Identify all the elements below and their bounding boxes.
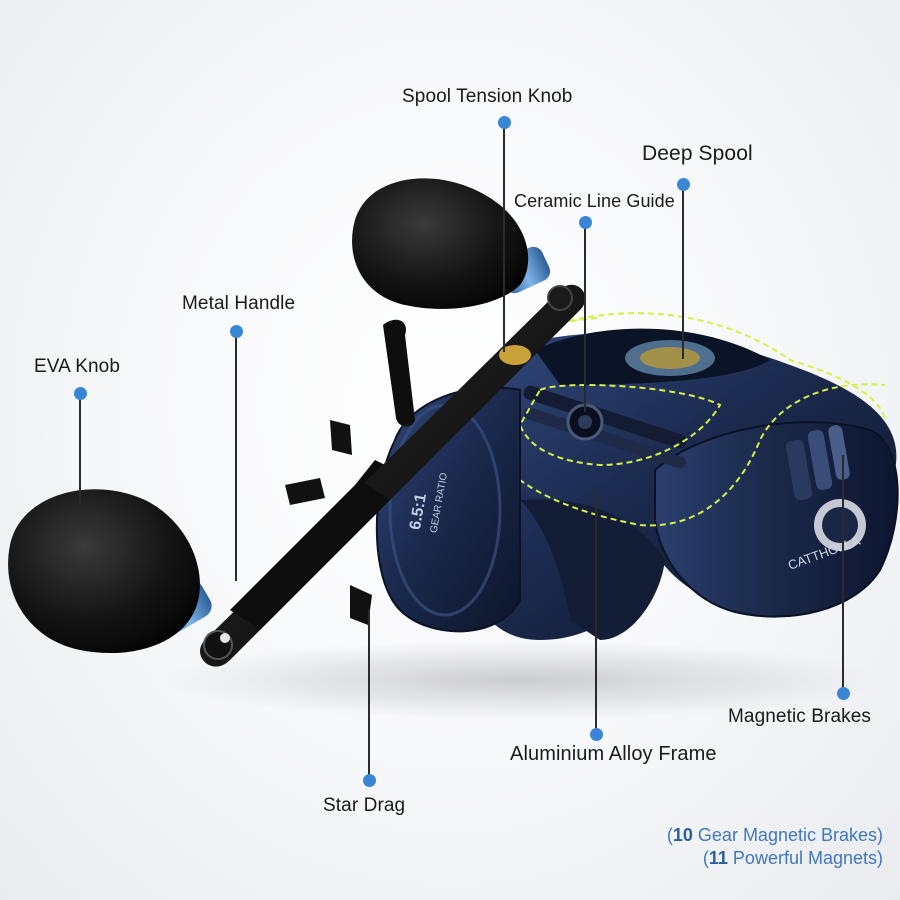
- reel-body: CATTHOLLA: [440, 312, 899, 640]
- callout-dot-metal-handle: [229, 324, 243, 338]
- label-eva-knob: EVA Knob: [34, 356, 121, 377]
- callout-line-deep-spool: [682, 184, 684, 359]
- label-star-drag: Star Drag: [323, 795, 406, 816]
- footnote-magnets: (11 Powerful Magnets): [703, 848, 883, 869]
- reel-shadow: [160, 640, 880, 720]
- callout-dot-star-drag: [362, 773, 376, 787]
- callout-dot-eva-knob: [73, 386, 87, 400]
- callout-line-eva-knob: [79, 393, 81, 505]
- callout-dot-ceramic-guide: [578, 215, 592, 229]
- label-metal-handle: Metal Handle: [182, 293, 296, 314]
- callout-line-spool-tension: [503, 122, 505, 352]
- footnote-brakes-open: (: [666, 825, 673, 845]
- callout-line-magnetic-brakes: [842, 455, 844, 693]
- gear-ratio-marking: 6.5:1: [407, 492, 430, 531]
- callout-line-star-drag: [368, 610, 370, 780]
- footnote-magnets-text: Powerful Magnets): [727, 848, 883, 868]
- label-spool-tension-knob: Spool Tension Knob: [402, 86, 573, 107]
- label-magnetic-brakes: Magnetic Brakes: [728, 706, 872, 727]
- lower-eva-knob: [8, 489, 212, 654]
- footnote-magnets-open: (: [702, 848, 709, 868]
- callout-line-metal-handle: [235, 331, 237, 581]
- callout-line-alloy-frame: [595, 492, 597, 734]
- callout-dot-magnetic-brakes: [836, 686, 850, 700]
- label-aluminium-alloy-frame: Aluminium Alloy Frame: [510, 743, 717, 765]
- footnote-brakes-text: Gear Magnetic Brakes): [692, 825, 883, 845]
- label-ceramic-line-guide: Ceramic Line Guide: [514, 191, 675, 211]
- callout-dot-deep-spool: [676, 177, 690, 191]
- callout-dot-spool-tension: [497, 115, 511, 129]
- callout-line-ceramic-guide: [584, 222, 586, 412]
- magnetic-brake-dial: [785, 425, 850, 501]
- callout-dot-alloy-frame: [589, 727, 603, 741]
- upper-eva-knob: [352, 178, 551, 309]
- metal-handle: [200, 284, 586, 667]
- footnote-brakes: (10 Gear Magnetic Brakes): [667, 825, 883, 846]
- label-deep-spool: Deep Spool: [642, 142, 753, 165]
- footnote-magnets-count: 11: [708, 848, 728, 868]
- footnote-brakes-count: 10: [672, 825, 693, 845]
